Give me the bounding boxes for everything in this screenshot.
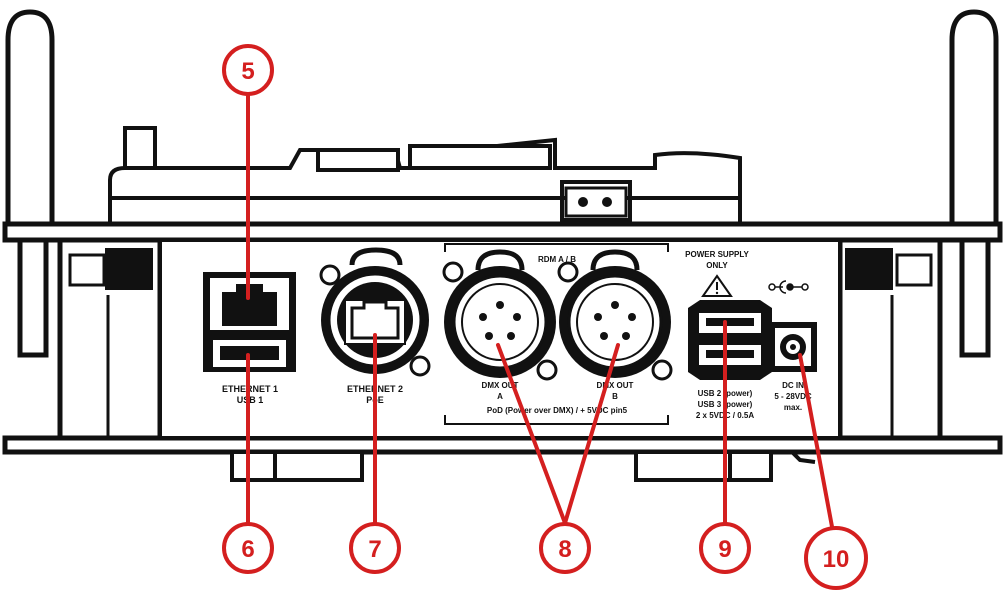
dmx-out-a-connector [442,249,558,381]
bottom-feet [230,450,773,482]
callout-lines [246,93,835,534]
cable-stub [790,450,816,464]
right-antenna [949,9,999,358]
dmx-b-label: DMX OUT [597,381,634,390]
svg-text:10: 10 [823,546,850,573]
dmx-a-pins [479,301,521,340]
callout-9: 9 [699,522,751,574]
svg-text:5: 5 [241,58,254,85]
dmx-b-pins [594,301,636,340]
dmx-a-label: DMX OUT [482,381,519,390]
svg-text:6: 6 [241,536,254,563]
rdm-bracket [444,243,669,252]
dc-voltage-label: 5 - 28VDC [774,392,812,401]
dc-polarity-icon [768,280,809,294]
dc-in-label: DC IN [782,381,804,390]
ethernet2-poe-port [319,247,431,377]
warning-icon [701,274,733,297]
callout-8: 8 [539,522,591,574]
left-antenna [5,9,55,358]
dc-in-jack [769,322,817,372]
dmx-a-sub-label: A [497,392,503,401]
power-supply-only-label: ONLY [706,261,728,270]
rdm-label: RDM A / B [538,255,576,264]
svg-text:8: 8 [558,536,571,563]
top-casing [108,126,742,227]
dmx-out-b-connector [557,249,673,381]
svg-text:7: 7 [368,536,381,563]
dmx-b-sub-label: B [612,392,618,401]
svg-text:9: 9 [718,536,731,563]
callout-10: 10 [804,526,868,590]
power-supply-label: POWER SUPPLY [685,250,749,259]
pod-label: PoD (Power over DMX) / + 5VDC pin5 [487,406,628,415]
dc-max-label: max. [784,403,802,412]
callout-6: 6 [222,522,274,574]
usb2-usb3-port [688,300,772,380]
side-knobs [68,248,933,438]
top-latch [564,186,628,218]
callout-5: 5 [222,44,274,96]
pod-bracket [444,415,669,425]
callout-7: 7 [349,522,401,574]
